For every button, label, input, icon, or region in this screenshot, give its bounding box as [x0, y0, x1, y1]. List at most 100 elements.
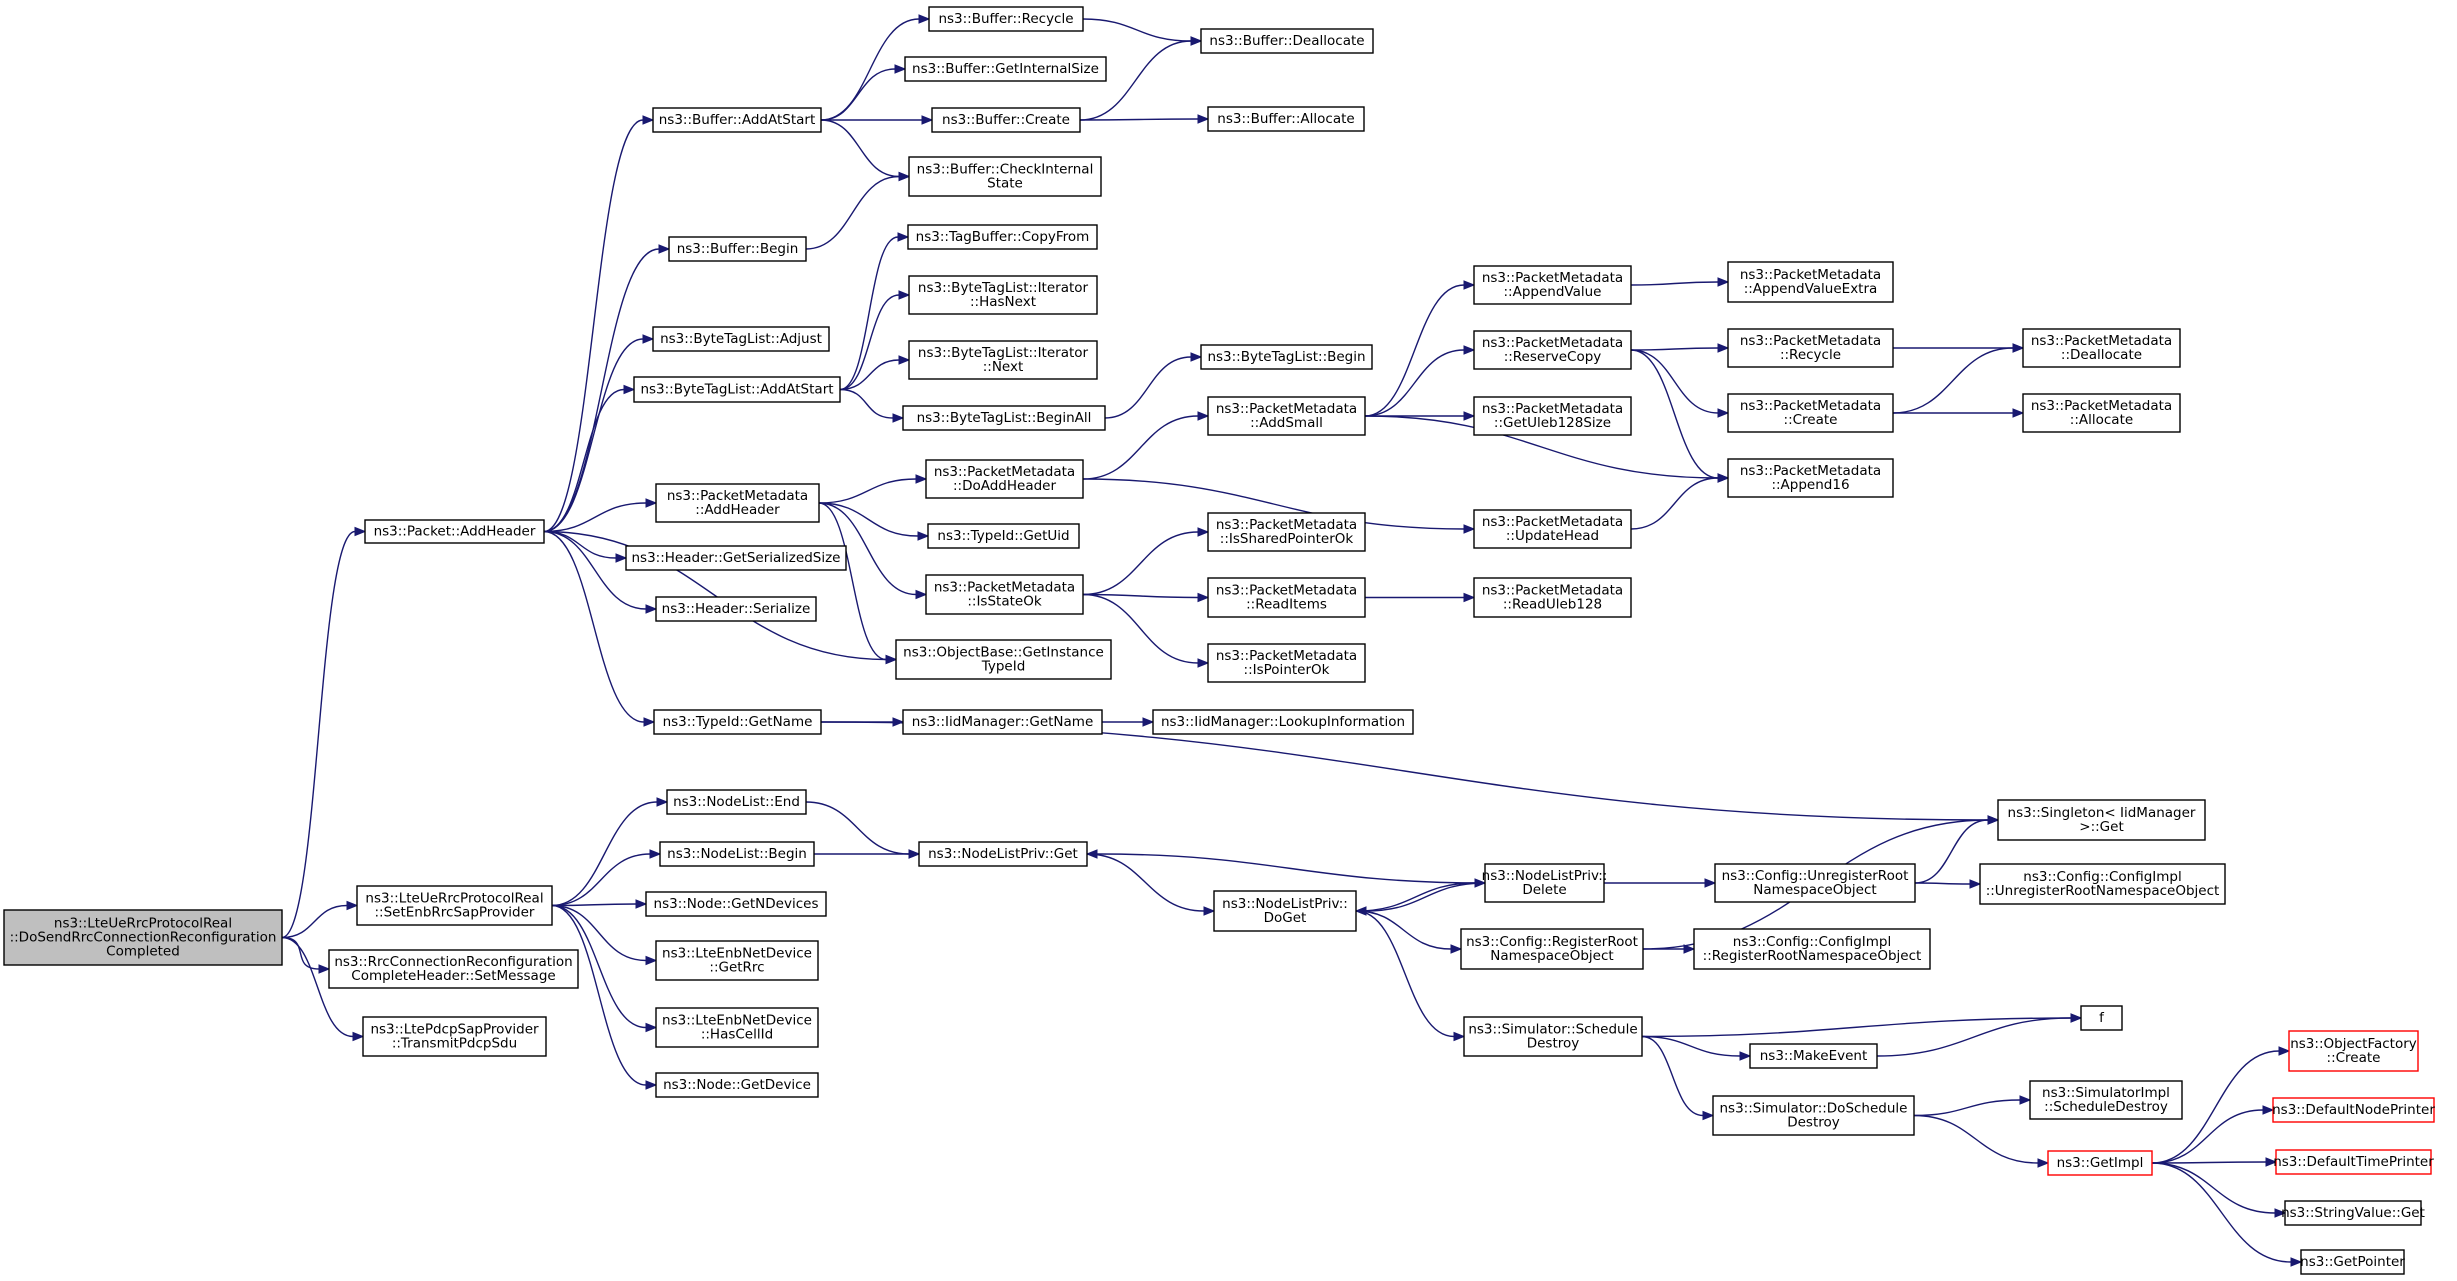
- node-typeid_getuid[interactable]: ns3::TypeId::GetUid: [927, 523, 1080, 549]
- node-node_getndevices[interactable]: ns3::Node::GetNDevices: [645, 891, 827, 917]
- node-box: [1207, 512, 1366, 552]
- node-makeevent[interactable]: ns3::MakeEvent: [1749, 1043, 1878, 1069]
- node-buf_getinternalsize[interactable]: ns3::Buffer::GetInternalSize: [904, 56, 1107, 82]
- node-label: ::IsStateOk: [967, 594, 1041, 610]
- node-stringvalue_get[interactable]: ns3::StringValue::Get: [2281, 1200, 2425, 1226]
- node-defaulttimeprinter[interactable]: ns3::DefaultTimePrinter: [2273, 1149, 2434, 1175]
- node-iid_lookup[interactable]: ns3::IidManager::LookupInformation: [1152, 709, 1414, 735]
- node-tagbuf_copyfrom[interactable]: ns3::TagBuffer::CopyFrom: [907, 224, 1098, 250]
- node-buf_allocate[interactable]: ns3::Buffer::Allocate: [1207, 106, 1365, 132]
- node-cfg_registerroot[interactable]: ns3::Config::RegisterRootNamespaceObject: [1460, 928, 1644, 970]
- node-pm_appendvalueextra[interactable]: ns3::PacketMetadata::AppendValueExtra: [1727, 261, 1894, 303]
- node-pm_deallocate[interactable]: ns3::PacketMetadata::Deallocate: [2022, 328, 2181, 368]
- node-pm_recycle[interactable]: ns3::PacketMetadata::Recycle: [1727, 328, 1894, 368]
- node-rrc_setmsg[interactable]: ns3::RrcConnectionReconfigurationComplet…: [328, 949, 579, 989]
- edge-btl_addatstart-to-btl_it_next: [839, 355, 911, 391]
- node-box: [653, 709, 822, 735]
- node-pm_allocate[interactable]: ns3::PacketMetadata::Allocate: [2022, 393, 2181, 433]
- node-btl_begin[interactable]: ns3::ByteTagList::Begin: [1200, 344, 1373, 370]
- node-cfg_unregisterroot[interactable]: ns3::Config::UnregisterRootNamespaceObje…: [1714, 863, 1916, 903]
- node-simimpl_scheduledestroy[interactable]: ns3::SimulatorImpl::ScheduleDestroy: [2029, 1080, 2183, 1120]
- node-getpointer[interactable]: ns3::GetPointer: [2300, 1249, 2405, 1275]
- node-enbnet_hascellid[interactable]: ns3::LteEnbNetDevice::HasCellId: [655, 1007, 819, 1048]
- node-label: ns3::PacketMetadata: [667, 488, 808, 504]
- node-buf_addatstart[interactable]: ns3::Buffer::AddAtStart: [652, 107, 822, 133]
- node-defaultnodeprinter[interactable]: ns3::DefaultNodePrinter: [2272, 1097, 2435, 1123]
- node-label: ns3::Config::ConfigImpl: [2023, 869, 2181, 885]
- node-box: [908, 156, 1102, 197]
- node-pm_ispointerok[interactable]: ns3::PacketMetadata::IsPointerOk: [1207, 643, 1366, 683]
- node-sim_scheduledestroy[interactable]: ns3::Simulator::ScheduleDestroy: [1463, 1016, 1643, 1057]
- edge-buf_addatstart-to-buf_create: [821, 115, 934, 125]
- node-nlp_delete[interactable]: ns3::NodeListPriv::Delete: [1482, 863, 1608, 903]
- node-pm_addheader[interactable]: ns3::PacketMetadata::AddHeader: [655, 483, 820, 523]
- node-btl_it_next[interactable]: ns3::ByteTagList::Iterator::Next: [908, 340, 1098, 380]
- node-pm_getuleb128size[interactable]: ns3::PacketMetadata::GetUleb128Size: [1473, 396, 1632, 436]
- node-pm_issharedpointerok[interactable]: ns3::PacketMetadata::IsSharedPointerOk: [1207, 512, 1366, 552]
- node-pm_create[interactable]: ns3::PacketMetadata::Create: [1727, 393, 1894, 433]
- node-pkt_addheader[interactable]: ns3::Packet::AddHeader: [364, 519, 545, 544]
- node-iid_getname[interactable]: ns3::IidManager::GetName: [902, 709, 1103, 735]
- node-label: ns3::NodeListPriv::: [1222, 896, 1348, 912]
- node-box: [1727, 261, 1894, 303]
- node-box: [1749, 1043, 1878, 1069]
- node-btl_it_hasnext[interactable]: ns3::ByteTagList::Iterator::HasNext: [908, 275, 1098, 315]
- node-label: ns3::Buffer::Deallocate: [1209, 33, 1364, 49]
- node-label: ns3::Buffer::Recycle: [938, 11, 1073, 27]
- node-box: [655, 596, 817, 622]
- node-label: ns3::Buffer::AddAtStart: [659, 112, 816, 128]
- node-label: ::ReserveCopy: [1504, 349, 1602, 365]
- node-hdr_serialize[interactable]: ns3::Header::Serialize: [655, 596, 817, 622]
- edge-sim_scheduledestroy-to-f: [1641, 1013, 2083, 1038]
- node-singleton_get[interactable]: ns3::Singleton< IidManager >::Get: [1997, 799, 2206, 841]
- node-nlp_get[interactable]: ns3::NodeListPriv::Get: [918, 841, 1088, 867]
- node-pm_isstateok[interactable]: ns3::PacketMetadata::IsStateOk: [925, 574, 1084, 615]
- node-box: [925, 459, 1084, 499]
- node-pm_appendvalue[interactable]: ns3::PacketMetadata::AppendValue: [1473, 265, 1632, 305]
- node-btl_adjust[interactable]: ns3::ByteTagList::Adjust: [652, 326, 830, 352]
- edge-sim_scheduledestroy-to-makeevent: [1641, 1035, 1752, 1061]
- node-pdcp_transmit[interactable]: ns3::LtePdcpSapProvider::TransmitPdcpSdu: [362, 1016, 547, 1057]
- node-pm_doaddheader[interactable]: ns3::PacketMetadata::DoAddHeader: [925, 459, 1084, 499]
- node-enbnet_getrrc[interactable]: ns3::LteEnbNetDevice::GetRrc: [655, 940, 819, 981]
- node-label: ::IsPointerOk: [1244, 662, 1330, 678]
- node-label: DoGet: [1264, 910, 1307, 926]
- node-btl_addatstart[interactable]: ns3::ByteTagList::AddAtStart: [633, 376, 841, 403]
- node-pm_reservecopy[interactable]: ns3::PacketMetadata::ReserveCopy: [1473, 330, 1632, 370]
- edge-nodelist_begin-to-nlp_get: [814, 849, 921, 859]
- node-pm_readitems[interactable]: ns3::PacketMetadata::ReadItems: [1207, 577, 1366, 618]
- node-buf_recycle[interactable]: ns3::Buffer::Recycle: [928, 6, 1084, 32]
- node-f[interactable]: f: [2080, 1005, 2123, 1031]
- node-buf_deallocate[interactable]: ns3::Buffer::Deallocate: [1200, 28, 1374, 54]
- node-objfactory_create[interactable]: ns3::ObjectFactory::Create: [2288, 1030, 2419, 1072]
- node-pm_readuleb128[interactable]: ns3::PacketMetadata::ReadUleb128: [1473, 577, 1632, 618]
- node-cfgimpl_unregister[interactable]: ns3::Config::ConfigImpl::UnregisterRootN…: [1979, 863, 2226, 905]
- edge-getimpl-to-defaulttimeprinter: [2151, 1157, 2278, 1167]
- node-nlp_doget[interactable]: ns3::NodeListPriv::DoGet: [1213, 890, 1357, 932]
- node-hdr_getsize[interactable]: ns3::Header::GetSerializedSize: [625, 545, 847, 571]
- node-pm_updatehead[interactable]: ns3::PacketMetadata::UpdateHead: [1473, 509, 1632, 549]
- node-pm_addsmall[interactable]: ns3::PacketMetadata::AddSmall: [1207, 396, 1366, 436]
- node-box: [2022, 393, 2181, 433]
- node-cfgimpl_register[interactable]: ns3::Config::ConfigImpl::RegisterRootNam…: [1693, 928, 1931, 970]
- node-typeid_getname[interactable]: ns3::TypeId::GetName: [653, 709, 822, 735]
- node-btl_beginall[interactable]: ns3::ByteTagList::BeginAll: [902, 405, 1106, 431]
- node-buf_begin[interactable]: ns3::Buffer::Begin: [668, 236, 807, 262]
- node-pm_append16[interactable]: ns3::PacketMetadata::Append16: [1727, 458, 1894, 498]
- edge-set_enb-to-enbnet_hascellid: [551, 904, 658, 1033]
- node-root[interactable]: ns3::LteUeRrcProtocolReal::DoSendRrcConn…: [3, 909, 283, 966]
- node-nodelist_end[interactable]: ns3::NodeList::End: [666, 789, 807, 815]
- node-label: ns3::LtePdcpSapProvider: [370, 1022, 539, 1038]
- edge-btl_addatstart-to-btl_beginall: [839, 388, 905, 423]
- node-getimpl[interactable]: ns3::GetImpl: [2047, 1150, 2153, 1176]
- node-set_enb[interactable]: ns3::LteUeRrcProtocolReal::SetEnbRrcSapP…: [356, 885, 553, 926]
- edge-set_enb-to-node_getndevices: [551, 899, 648, 909]
- node-nodelist_begin[interactable]: ns3::NodeList::Begin: [659, 841, 815, 867]
- node-node_getdevice[interactable]: ns3::Node::GetDevice: [655, 1072, 819, 1098]
- node-label: State: [987, 176, 1023, 192]
- node-buf_create[interactable]: ns3::Buffer::Create: [931, 107, 1081, 133]
- node-label: ns3::PacketMetadata: [1482, 583, 1623, 599]
